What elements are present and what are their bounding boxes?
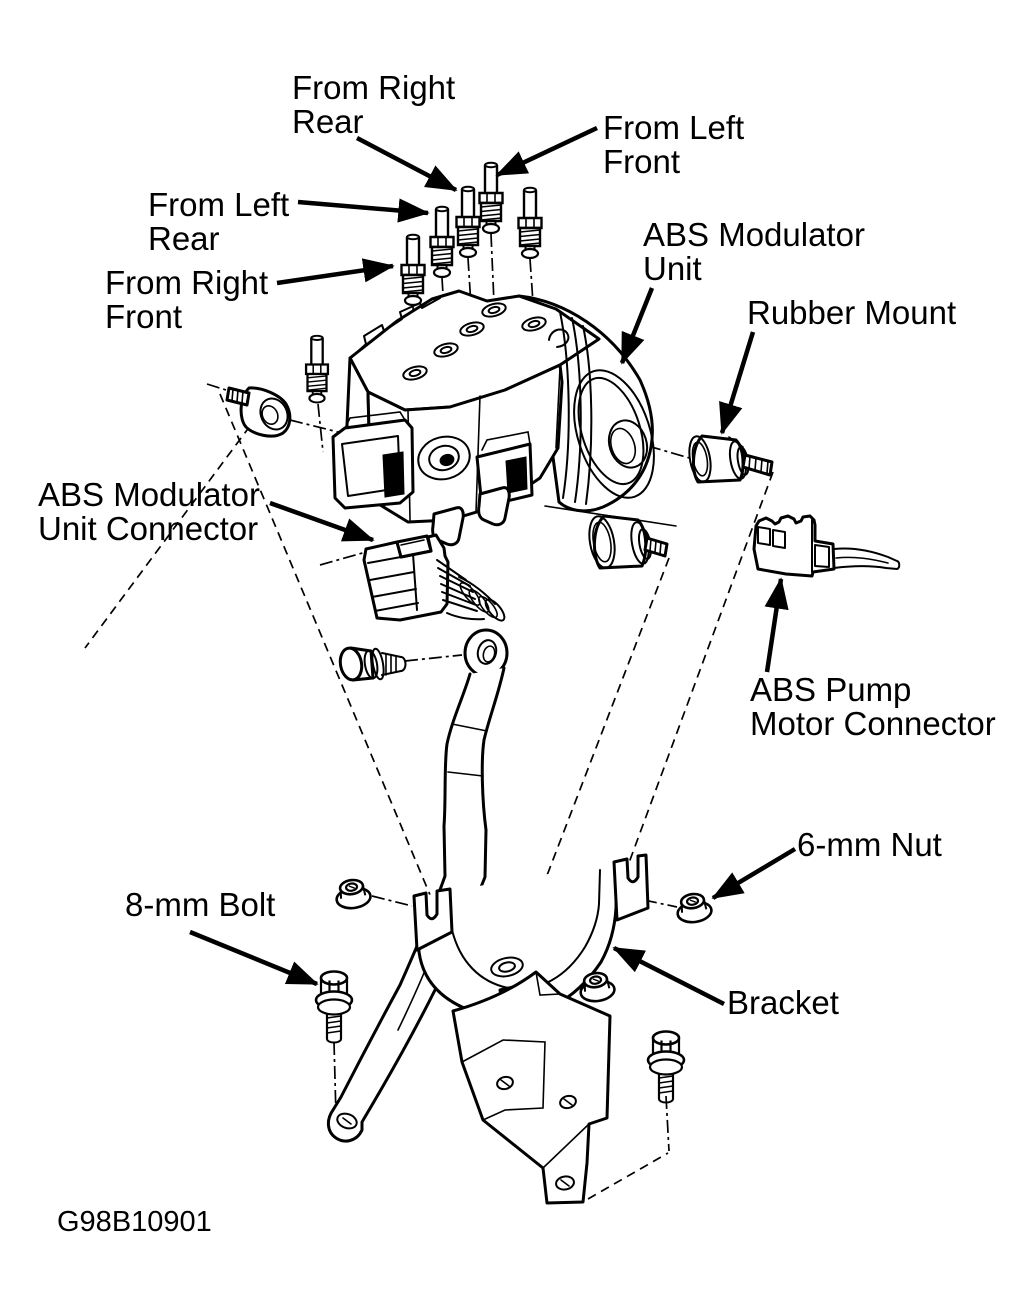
bracket-part [327,628,650,1205]
label-from-left-rear: From Left Rear [148,186,290,257]
block-socket-left [331,411,415,510]
flange-nut-left [332,876,374,912]
fitting-lower-left [304,334,330,404]
rubber-mount-right [688,434,774,484]
construction-lines [84,393,774,1200]
six-mm-nut-part [673,890,715,926]
arrow-abs-modulator-unit [619,287,655,365]
arrow-six-mm-nut [711,847,797,900]
abs-pump-motor-connector-part [752,514,901,578]
fitting-from-right-rear [455,185,481,259]
block-boss [417,435,471,481]
pump-connector-wire [833,547,901,570]
label-six-mm-nut: 6-mm Nut [797,826,942,863]
arrow-rubber-mount [719,331,756,435]
rubber-mount-center [588,514,669,570]
fitting-from-left-rear [429,205,455,279]
arrow-eight-mm-bolt [189,929,319,987]
wire-harness-tube [446,576,506,622]
fitting-extra-port [517,186,543,260]
label-from-right-front: From Right Front [105,264,269,335]
lower-right-bolt [646,1030,686,1104]
connector-wires [436,559,478,612]
brake-line-ports [402,302,547,381]
arrow-bracket [612,945,726,1007]
label-eight-mm-bolt: 8-mm Bolt [125,886,276,923]
label-from-right-rear: From Right Rear [292,69,456,140]
abs-modulator-unit-connector-part [362,533,506,622]
fitting-from-right-front [400,233,426,307]
label-abs-modulator-unit: ABS Modulator Unit [643,216,865,287]
label-abs-pump-motor-connector: ABS Pump Motor Connector [750,671,996,742]
arrow-abs-modulator-unit-connector [269,500,375,543]
arrow-abs-pump-motor-connector [764,577,789,673]
leader-arrows [189,125,797,1007]
eight-mm-bolt-part [314,970,354,1044]
label-bracket: Bracket [727,984,839,1021]
arrow-from-left-front [495,125,598,178]
rubber-mount-left [225,386,292,438]
arrow-from-left-rear [297,198,430,223]
bracket-arm-bolt [338,646,407,682]
figure-code: G98B10901 [57,1206,212,1238]
label-abs-modulator-unit-connector: ABS Modulator Unit Connector [38,476,260,547]
label-rubber-mount: Rubber Mount [747,294,957,331]
arrow-from-right-front [276,258,395,286]
arrow-from-right-rear [355,136,458,192]
abs-modulator-unit [331,289,677,547]
label-from-left-front: From Left Front [603,109,745,180]
